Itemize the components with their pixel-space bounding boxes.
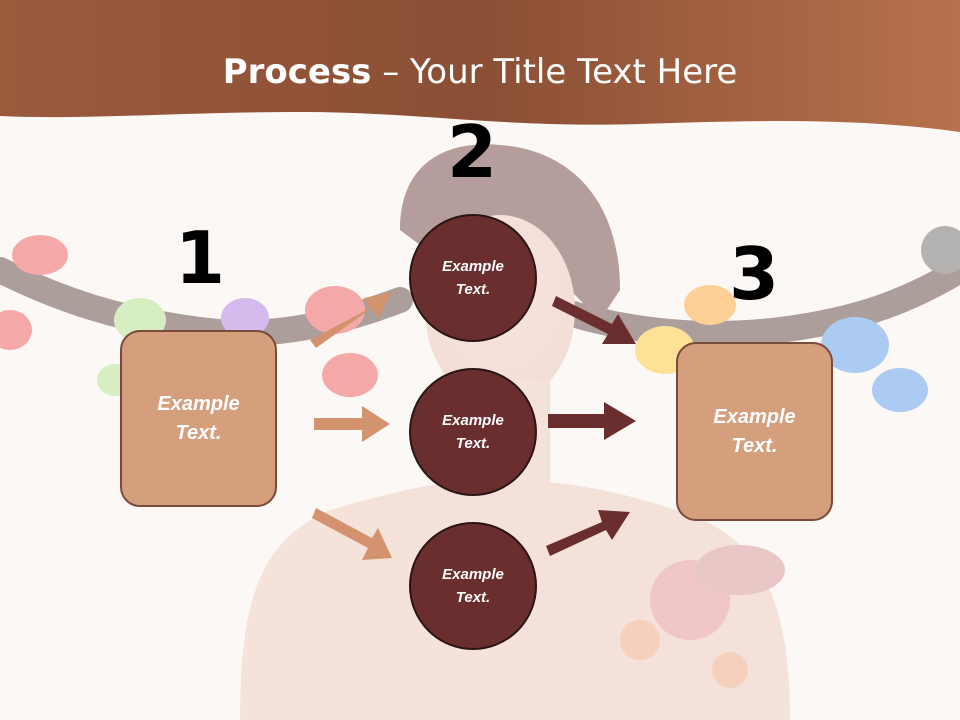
left-box-line1: Example xyxy=(157,392,240,415)
arrow-right-dark xyxy=(548,402,636,440)
circle-3: Example Text. xyxy=(409,522,537,650)
left-box-line2: Text. xyxy=(175,421,222,444)
arrow-down-right-dark xyxy=(552,296,636,344)
arrow-down-right-light xyxy=(312,508,392,560)
arrow-right-light xyxy=(314,406,390,442)
circle-1-line2: Text. xyxy=(455,281,491,298)
circle-2-line2: Text. xyxy=(455,435,491,452)
title-bold: Process xyxy=(222,52,372,92)
step-number-2: 2 xyxy=(446,110,498,194)
circle-3-line2: Text. xyxy=(455,589,491,606)
circle-2-line1: Example xyxy=(442,412,504,429)
bow-blue-icon xyxy=(821,317,928,412)
left-box: Example Text. xyxy=(120,330,277,507)
step-number-3: 3 xyxy=(728,232,780,316)
right-box-line1: Example xyxy=(713,405,796,428)
circle-1: Example Text. xyxy=(409,214,537,342)
slide-title: Process – Your Title Text Here xyxy=(0,52,960,92)
arrow-up-right-dark xyxy=(546,510,630,556)
bow-grey-icon xyxy=(921,226,960,274)
arrow-up-right-light xyxy=(310,292,392,348)
step-number-1: 1 xyxy=(174,216,226,300)
bow-red-left-icon xyxy=(0,235,68,350)
right-box-line2: Text. xyxy=(731,434,778,457)
circle-1-line1: Example xyxy=(442,258,504,275)
right-box: Example Text. xyxy=(676,342,833,521)
arrows-dark xyxy=(546,296,636,556)
header-band xyxy=(0,0,960,132)
title-rest: – Your Title Text Here xyxy=(371,52,738,92)
circle-3-line1: Example xyxy=(442,566,504,583)
circle-2: Example Text. xyxy=(409,368,537,496)
arrows-light xyxy=(310,292,392,560)
tattoo-icon xyxy=(620,545,785,688)
bow-purple-icon xyxy=(221,298,269,338)
